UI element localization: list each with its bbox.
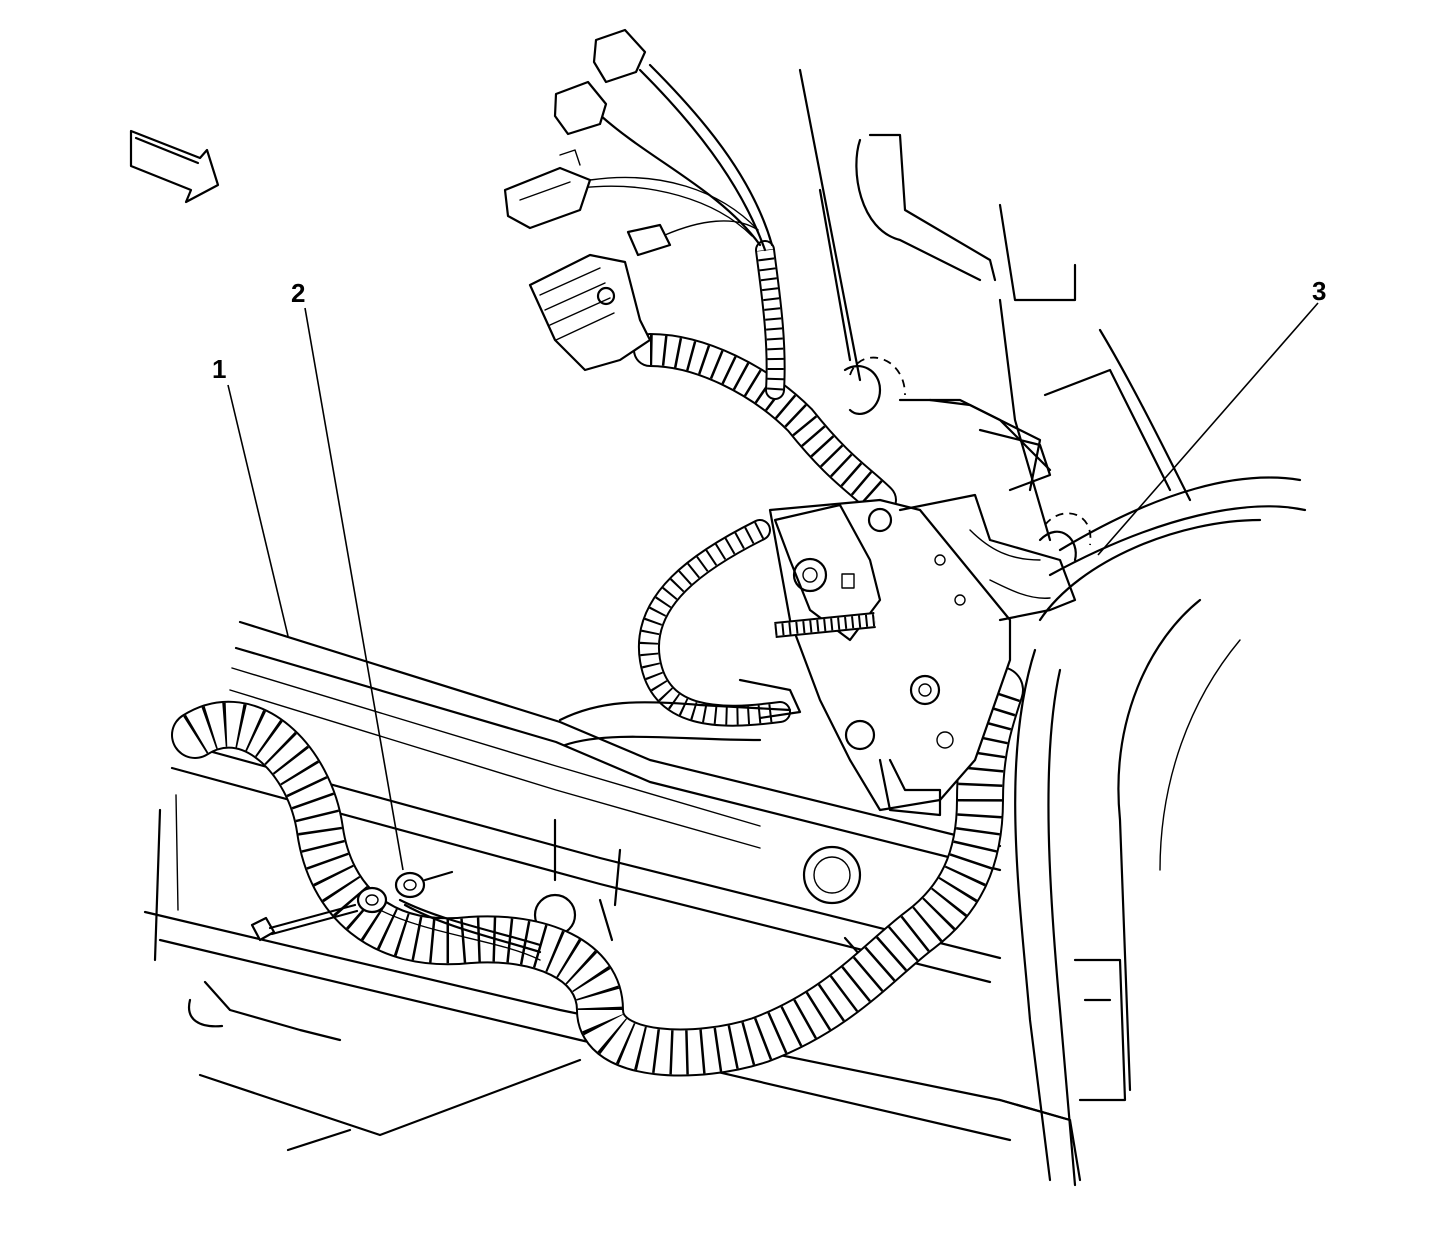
callout-label-2: 2 [291,278,305,308]
connector-plug-2 [553,80,608,136]
callout-leader-3 [1097,302,1319,556]
nut-1 [356,886,388,914]
harness-bolt-and-nuts [250,870,542,961]
body-structure [143,68,1307,1187]
connector-pigtails [503,28,774,372]
connector-plug-4 [626,223,672,257]
nut-2 [394,871,426,899]
callout-leader-1 [227,384,289,637]
callout-leader-2 [304,307,404,871]
callout-label-3: 3 [1312,276,1326,306]
direction-arrow-icon [129,129,220,204]
bolt-head [250,916,276,942]
callout-label-1: 1 [212,354,226,384]
connector-plug-1 [592,28,647,84]
pedal-bracket-assembly [558,356,1092,817]
connector-block [528,253,652,372]
connector-plug-3 [503,166,592,230]
main-wiring-harness [171,240,1024,1077]
